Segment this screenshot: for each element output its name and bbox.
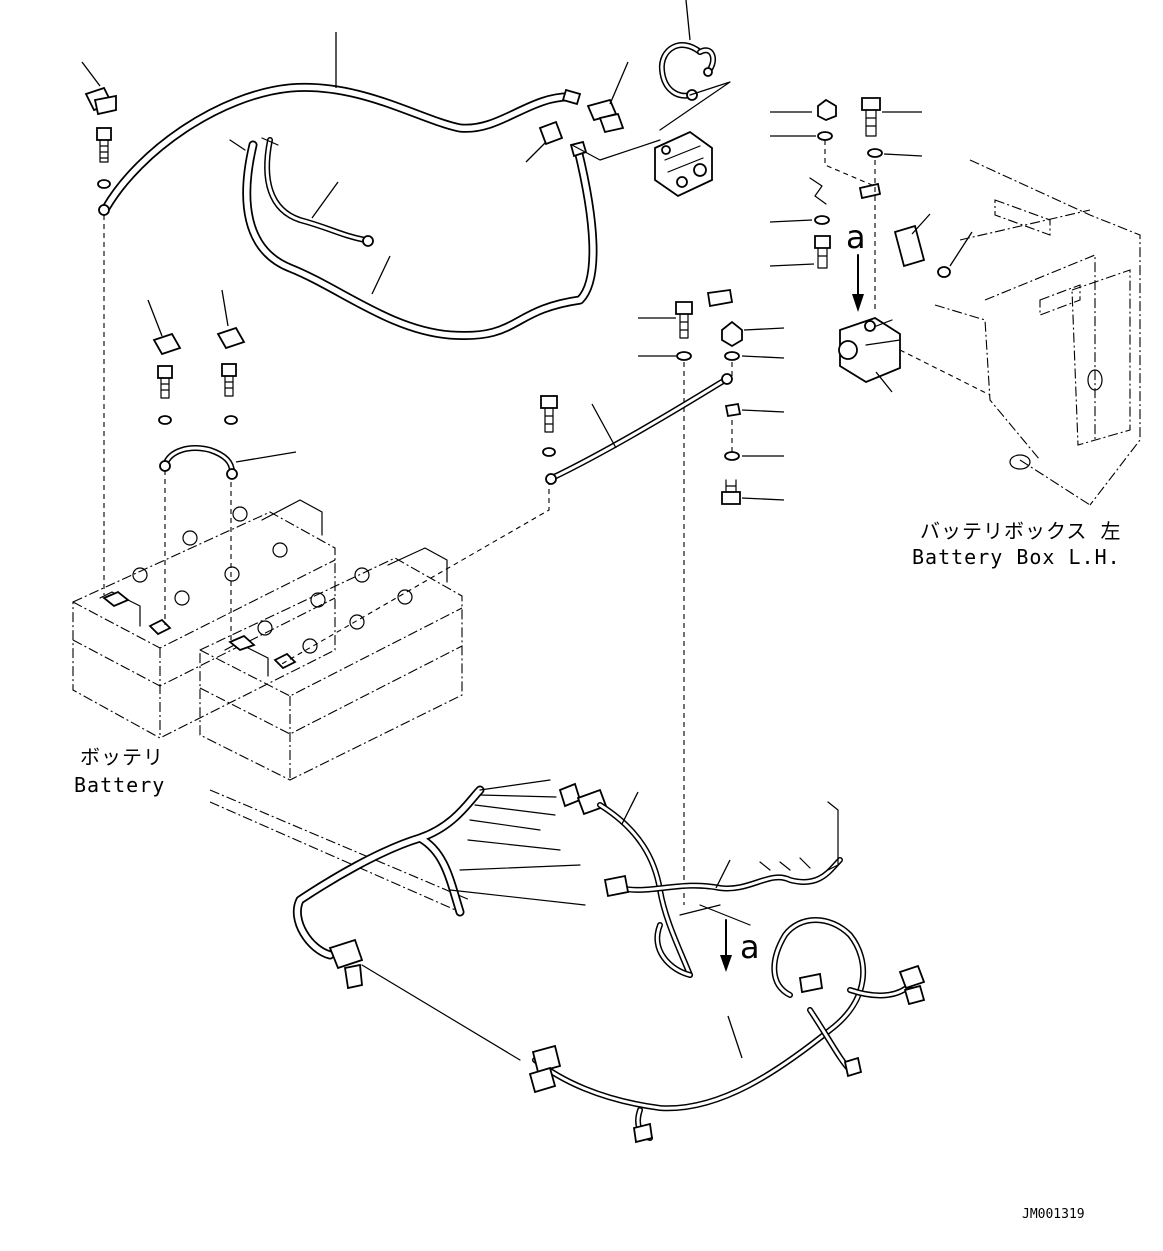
drawing-code: JM001319 (1022, 1207, 1085, 1222)
right-nut-bolt-stack (809, 97, 883, 312)
view-marker-upper: a (846, 218, 866, 256)
terminal-clamps (102, 590, 297, 670)
center-clamps-bolts (152, 326, 246, 640)
ground-cable-short (229, 137, 374, 247)
chassis-wiring-harness (528, 917, 926, 1144)
view-arrow-lower (720, 919, 732, 972)
main-wiring-harness (209, 779, 608, 1061)
relay-sub-harness (597, 801, 843, 978)
view-arrow-upper (852, 254, 864, 312)
view-marker-lower: a (740, 928, 760, 966)
relay-mount-fasteners (675, 288, 743, 905)
battery-to-relay-cable (545, 373, 733, 485)
battery-jumper-cable (159, 445, 238, 480)
main-battery-cable (98, 82, 582, 216)
u-shaped-battery-cable (242, 140, 598, 341)
battery-left (72, 499, 336, 739)
callout-leaders (81, 0, 973, 1059)
center-bolt-washer (279, 395, 558, 666)
battery-label-jp: ボッテリ (80, 745, 164, 769)
battery-right (199, 547, 463, 781)
battery-relay-upper (571, 81, 731, 198)
left-clamp-bolt-washer (84, 86, 117, 595)
battery-box-label-jp: バッテリボックス 左 (920, 519, 1121, 543)
loop-cable (658, 42, 717, 101)
battery-box-label-en: Battery Box L.H. (912, 545, 1121, 569)
battery-label-en: Battery (74, 773, 165, 797)
terminal-boots (538, 98, 625, 146)
battery-relay-lower (838, 224, 991, 396)
battery-box-lh (934, 159, 1141, 506)
